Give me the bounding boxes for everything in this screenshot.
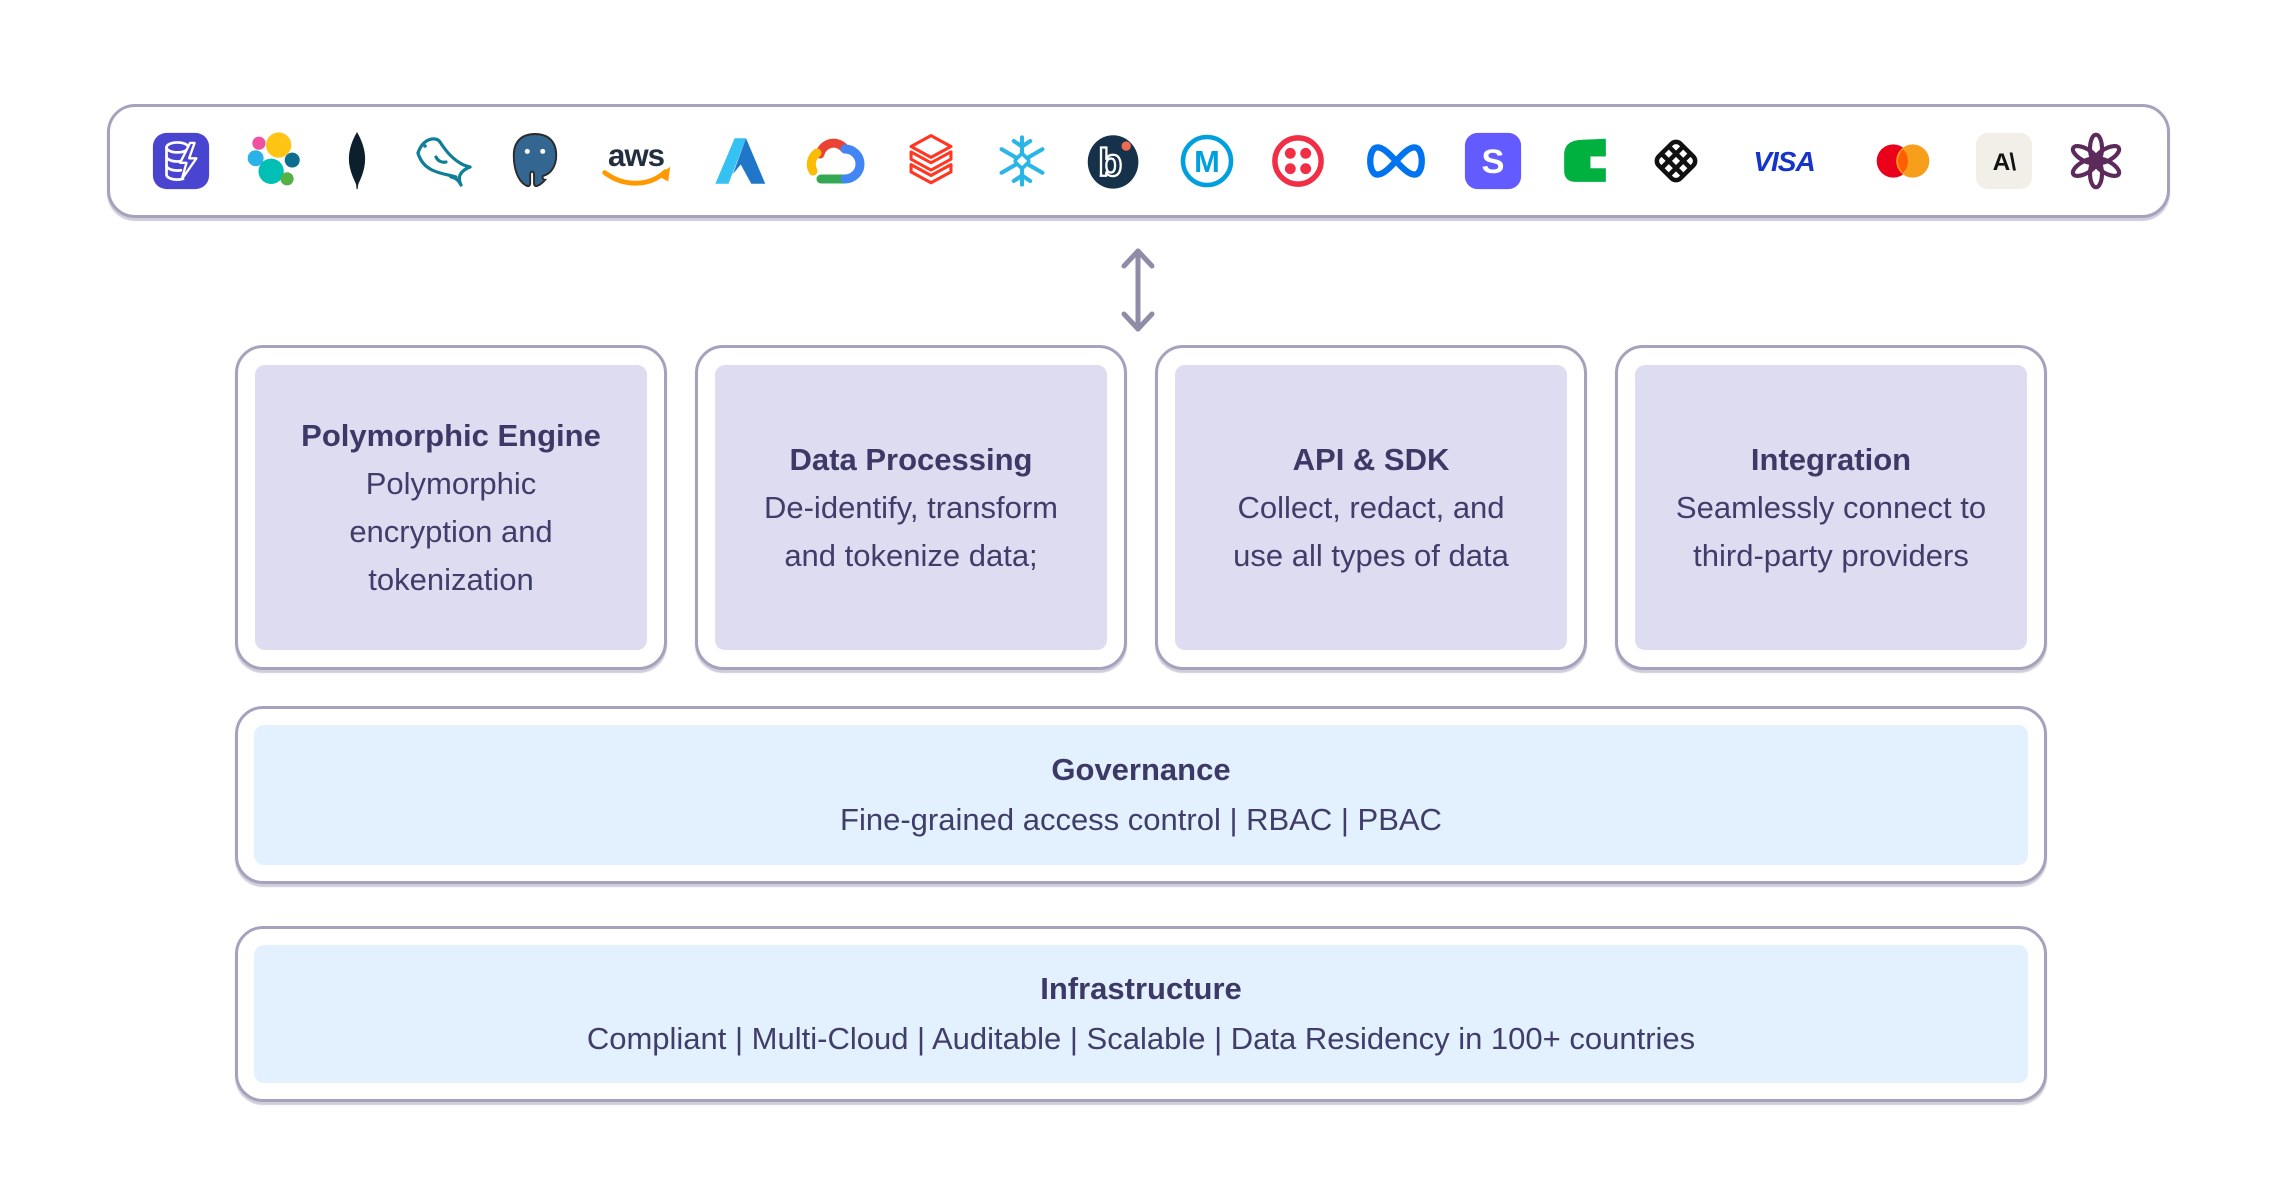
anthropic-logo-icon: A\ — [1975, 128, 2033, 194]
boomi-b-glyph: b — [1099, 141, 1123, 185]
visa-logo-icon: VISA — [1738, 128, 1830, 194]
feature-box-title: API & SDK — [1292, 441, 1450, 477]
layer-title: Governance — [1051, 752, 1231, 787]
feature-panel: Integration Seamlessly connect to third-… — [1635, 365, 2027, 650]
feature-boxes-row: Polymorphic Engine Polymorphic encryptio… — [235, 345, 2047, 670]
boomi-logo-icon: b — [1084, 128, 1144, 194]
mulesoft-logo-icon: M — [1178, 128, 1236, 194]
dynamodb-logo-icon — [152, 128, 210, 194]
feature-panel: API & SDK Collect, redact, and use all t… — [1175, 365, 1567, 650]
feature-box-description: Collect, redact, and use all types of da… — [1233, 489, 1509, 573]
layer-description: Compliant | Multi-Cloud | Auditable | Sc… — [586, 1021, 1696, 1056]
aws-logo-icon: aws — [595, 128, 677, 194]
feature-panel: Data Processing De-identify, transform a… — [715, 365, 1107, 650]
feature-box-data-processing: Data Processing De-identify, transform a… — [695, 345, 1127, 670]
stripe-s-glyph: S — [1482, 143, 1505, 181]
postgresql-logo-icon — [508, 128, 562, 194]
feature-box-description: De-identify, transform and tokenize data… — [763, 489, 1058, 573]
feature-box-title: Data Processing — [789, 441, 1033, 477]
snowflake-logo-icon — [993, 128, 1051, 194]
elastic-logo-icon — [243, 128, 303, 194]
infrastructure-layer: Infrastructure Compliant | Multi-Cloud |… — [235, 926, 2047, 1102]
feature-box-integration: Integration Seamlessly connect to third-… — [1615, 345, 2047, 670]
feature-box-api-sdk: API & SDK Collect, redact, and use all t… — [1155, 345, 1587, 670]
mastercard-logo-icon — [1864, 128, 1942, 194]
mulesoft-m-glyph: M — [1194, 144, 1220, 179]
feature-box-title: Polymorphic Engine — [301, 417, 601, 453]
feature-box-title: Integration — [1750, 441, 1912, 477]
feature-box-polymorphic-engine: Polymorphic Engine Polymorphic encryptio… — [235, 345, 667, 670]
logo-bar: aws — [107, 104, 2170, 218]
feature-box-description: Seamlessly connect to third-party provid… — [1675, 489, 1987, 573]
governance-layer: Governance Fine-grained access control |… — [235, 706, 2047, 884]
bidirectional-arrow-icon — [1121, 248, 1155, 332]
layer-description: Fine-grained access control | RBAC | PBA… — [840, 802, 1442, 837]
plaid-logo-icon — [1647, 128, 1705, 194]
azure-logo-icon — [711, 128, 767, 194]
adyen-logo-icon — [1556, 128, 1614, 194]
visa-wordmark: VISA — [1754, 146, 1815, 177]
feature-box-description: Polymorphic encryption and tokenization — [349, 465, 553, 597]
mysql-logo-icon — [410, 128, 474, 194]
anthropic-glyph: A\ — [1993, 149, 2017, 176]
twilio-logo-icon — [1269, 128, 1327, 194]
meta-logo-icon — [1361, 128, 1431, 194]
mongodb-logo-icon — [337, 128, 377, 194]
databricks-logo-icon — [902, 128, 960, 194]
governance-panel: Governance Fine-grained access control |… — [254, 725, 2028, 865]
aws-wordmark: aws — [608, 138, 665, 173]
feature-panel: Polymorphic Engine Polymorphic encryptio… — [255, 365, 647, 650]
openai-logo-icon — [2067, 128, 2125, 194]
layer-title: Infrastructure — [1040, 971, 1242, 1006]
infrastructure-panel: Infrastructure Compliant | Multi-Cloud |… — [254, 945, 2028, 1083]
stripe-logo-icon: S — [1464, 128, 1522, 194]
google-cloud-logo-icon — [800, 128, 868, 194]
